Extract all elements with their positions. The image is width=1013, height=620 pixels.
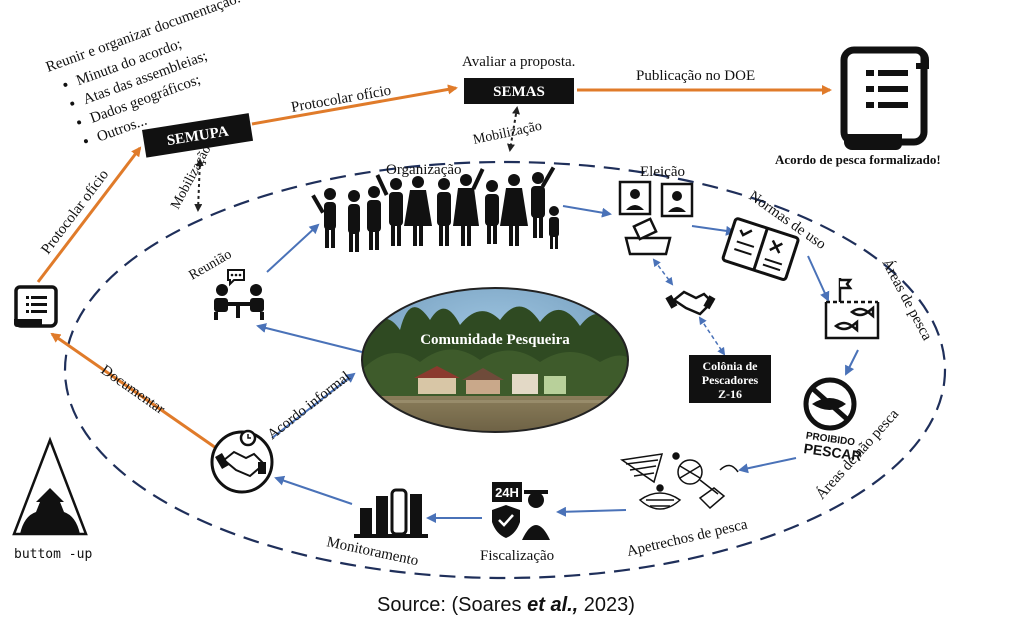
label-acordo-formalizado: Acordo de pesca formalizado!	[775, 152, 941, 167]
arrow-eleicao-colonia	[652, 258, 674, 286]
label-bottom-up: buttom -up	[14, 547, 92, 562]
label-comunidade: Comunidade Pesqueira	[420, 332, 570, 348]
arrow-normas-areas	[807, 255, 830, 302]
crowd-icon	[311, 166, 559, 252]
source-caption: Source: (Soares et al., 2023)	[377, 594, 635, 616]
arrow-organizacao-eleicao	[562, 205, 612, 218]
fishing-gear-icon	[620, 452, 739, 510]
election-icon	[618, 180, 694, 256]
arrow-protocolar-left	[36, 146, 142, 283]
source-year: 2023)	[578, 594, 635, 616]
arrow-proibido-apetrechos	[738, 457, 797, 474]
inspection-icon: 24H	[492, 482, 550, 540]
label-eleicao: Eleição	[640, 164, 685, 180]
colonia-handshake-icon	[665, 290, 716, 316]
semupa-box: SEMUPA	[142, 113, 254, 158]
arrow-reuniao-organizacao	[266, 223, 320, 273]
orange-flow	[36, 84, 832, 450]
rules-book-icon	[721, 217, 800, 281]
community-photo: Comunidade Pesqueira	[361, 287, 629, 433]
arrow-acordo-comunidade	[271, 372, 356, 439]
label-avaliar: Avaliar a proposta.	[462, 54, 575, 70]
label-monitoramento: Monitoramento	[325, 534, 420, 569]
label-fiscalizacao: Fiscalização	[480, 548, 554, 564]
monitoring-icon	[354, 488, 428, 538]
blue-cycle-arrows	[256, 205, 859, 523]
colonia-line3: Z-16	[718, 387, 742, 401]
label-publicacao: Publicação no DOE	[636, 68, 755, 84]
arrow-areas-proibido	[845, 349, 859, 376]
label-areas-pesca: Áreas de pesca	[878, 256, 935, 344]
badge-24h: 24H	[495, 485, 519, 500]
bottom-up-triangle-icon	[12, 436, 88, 536]
mobilizacao-semupa-arrow	[194, 158, 204, 212]
arrow-comunidade-reuniao	[256, 323, 363, 353]
colonia-line2: Pescadores	[702, 373, 759, 387]
mobilizacao-semas-arrow	[507, 106, 520, 152]
handshake-agreement-icon	[210, 429, 274, 494]
arrow-monitoramento-acordo	[274, 475, 353, 505]
source-etal: et al.,	[527, 594, 578, 616]
label-mobilizacao-semas: Mobilização	[472, 119, 544, 148]
semas-label: SEMAS	[493, 84, 545, 100]
arrow-handshake-colonia	[698, 316, 726, 356]
label-acordo-informal: Acordo informal	[265, 369, 354, 443]
semas-box: Avaliar a proposta. SEMAS	[462, 54, 575, 104]
label-protocolar-top: Protocolar ofício	[290, 83, 392, 116]
label-mobilizacao-semupa: Mobilização	[168, 143, 214, 212]
colonia-box: Colônia de Pescadores Z-16	[689, 355, 771, 403]
arrow-eleicao-normas	[691, 225, 736, 236]
source-prefix: Source: (Soares	[377, 594, 527, 616]
arrow-protocolar-top	[251, 84, 458, 126]
arrow-documentar	[50, 332, 217, 450]
cycle-dashed-ellipse	[63, 160, 947, 580]
meeting-icon	[214, 269, 264, 320]
arrow-apetrechos-fiscalizacao	[556, 506, 627, 517]
label-organizacao: Organização	[386, 162, 462, 178]
colonia-line1: Colônia de	[702, 359, 758, 373]
scroll-document-icon	[840, 46, 929, 150]
left-scroll-icon	[14, 285, 58, 328]
label-documentar: Documentar	[98, 362, 168, 418]
label-protocolar-left: Protocolar ofício	[38, 167, 112, 257]
label-apetrechos: Apetrechos de pesca	[625, 516, 749, 559]
fishing-area-icon	[824, 278, 880, 340]
